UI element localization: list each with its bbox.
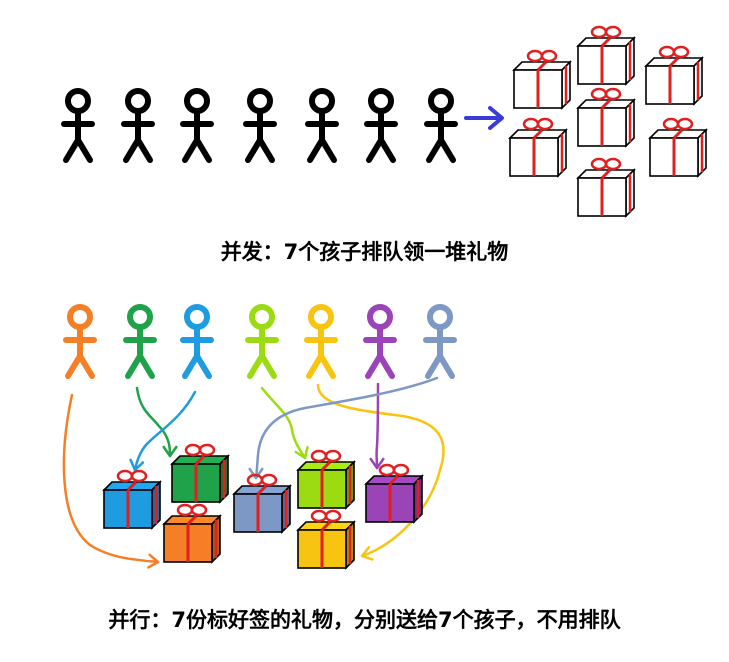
delivery-arrow-1 (62, 393, 160, 569)
queue-of-children (61, 88, 458, 163)
arrow-to-gifts (464, 106, 504, 130)
white-gift-3 (644, 45, 704, 106)
child-7 (424, 88, 458, 163)
delivery-arrow-4 (260, 386, 309, 460)
delivery-arrow-6 (369, 382, 385, 470)
colored-child-5 (304, 304, 338, 379)
concurrency-caption: 并发：7个孩子排队领一堆礼物 (220, 240, 509, 264)
child-5 (305, 88, 339, 163)
child-2 (121, 88, 155, 163)
colored-children (63, 304, 457, 379)
parallelism-caption: 并行：7份标好签的礼物，分别送给7个孩子，不用排队 (108, 608, 621, 632)
delivery-arrow-5 (316, 383, 445, 561)
queue-arrow (464, 106, 504, 130)
colored-gift-6 (296, 509, 356, 570)
colored-child-6 (363, 304, 397, 379)
colored-child-1 (63, 304, 97, 379)
colored-gift-2 (170, 443, 230, 504)
white-gift-1 (512, 49, 572, 110)
child-6 (364, 88, 398, 163)
delivery-arrow-2 (135, 386, 178, 458)
delivery-arrow-3 (129, 390, 197, 472)
child-3 (180, 88, 214, 163)
colored-child-4 (245, 304, 279, 379)
white-gift-4 (508, 117, 568, 178)
colored-child-3 (180, 304, 214, 379)
delivery-arrow-7 (248, 376, 439, 480)
colored-gift-7 (364, 463, 424, 524)
white-gift-5 (576, 87, 636, 148)
white-gift-7 (576, 157, 636, 218)
colored-child-7 (423, 304, 457, 379)
white-gift-6 (648, 117, 708, 178)
gift-pile (508, 25, 708, 218)
colored-gift-3 (162, 503, 222, 564)
labeled-gifts (102, 443, 424, 570)
colored-gift-4 (232, 473, 292, 534)
child-1 (61, 88, 95, 163)
delivery-arrows (62, 376, 445, 569)
colored-gift-5 (296, 449, 356, 510)
colored-gift-1 (102, 469, 162, 530)
child-4 (243, 88, 277, 163)
white-gift-2 (576, 25, 636, 86)
colored-child-2 (123, 304, 157, 379)
